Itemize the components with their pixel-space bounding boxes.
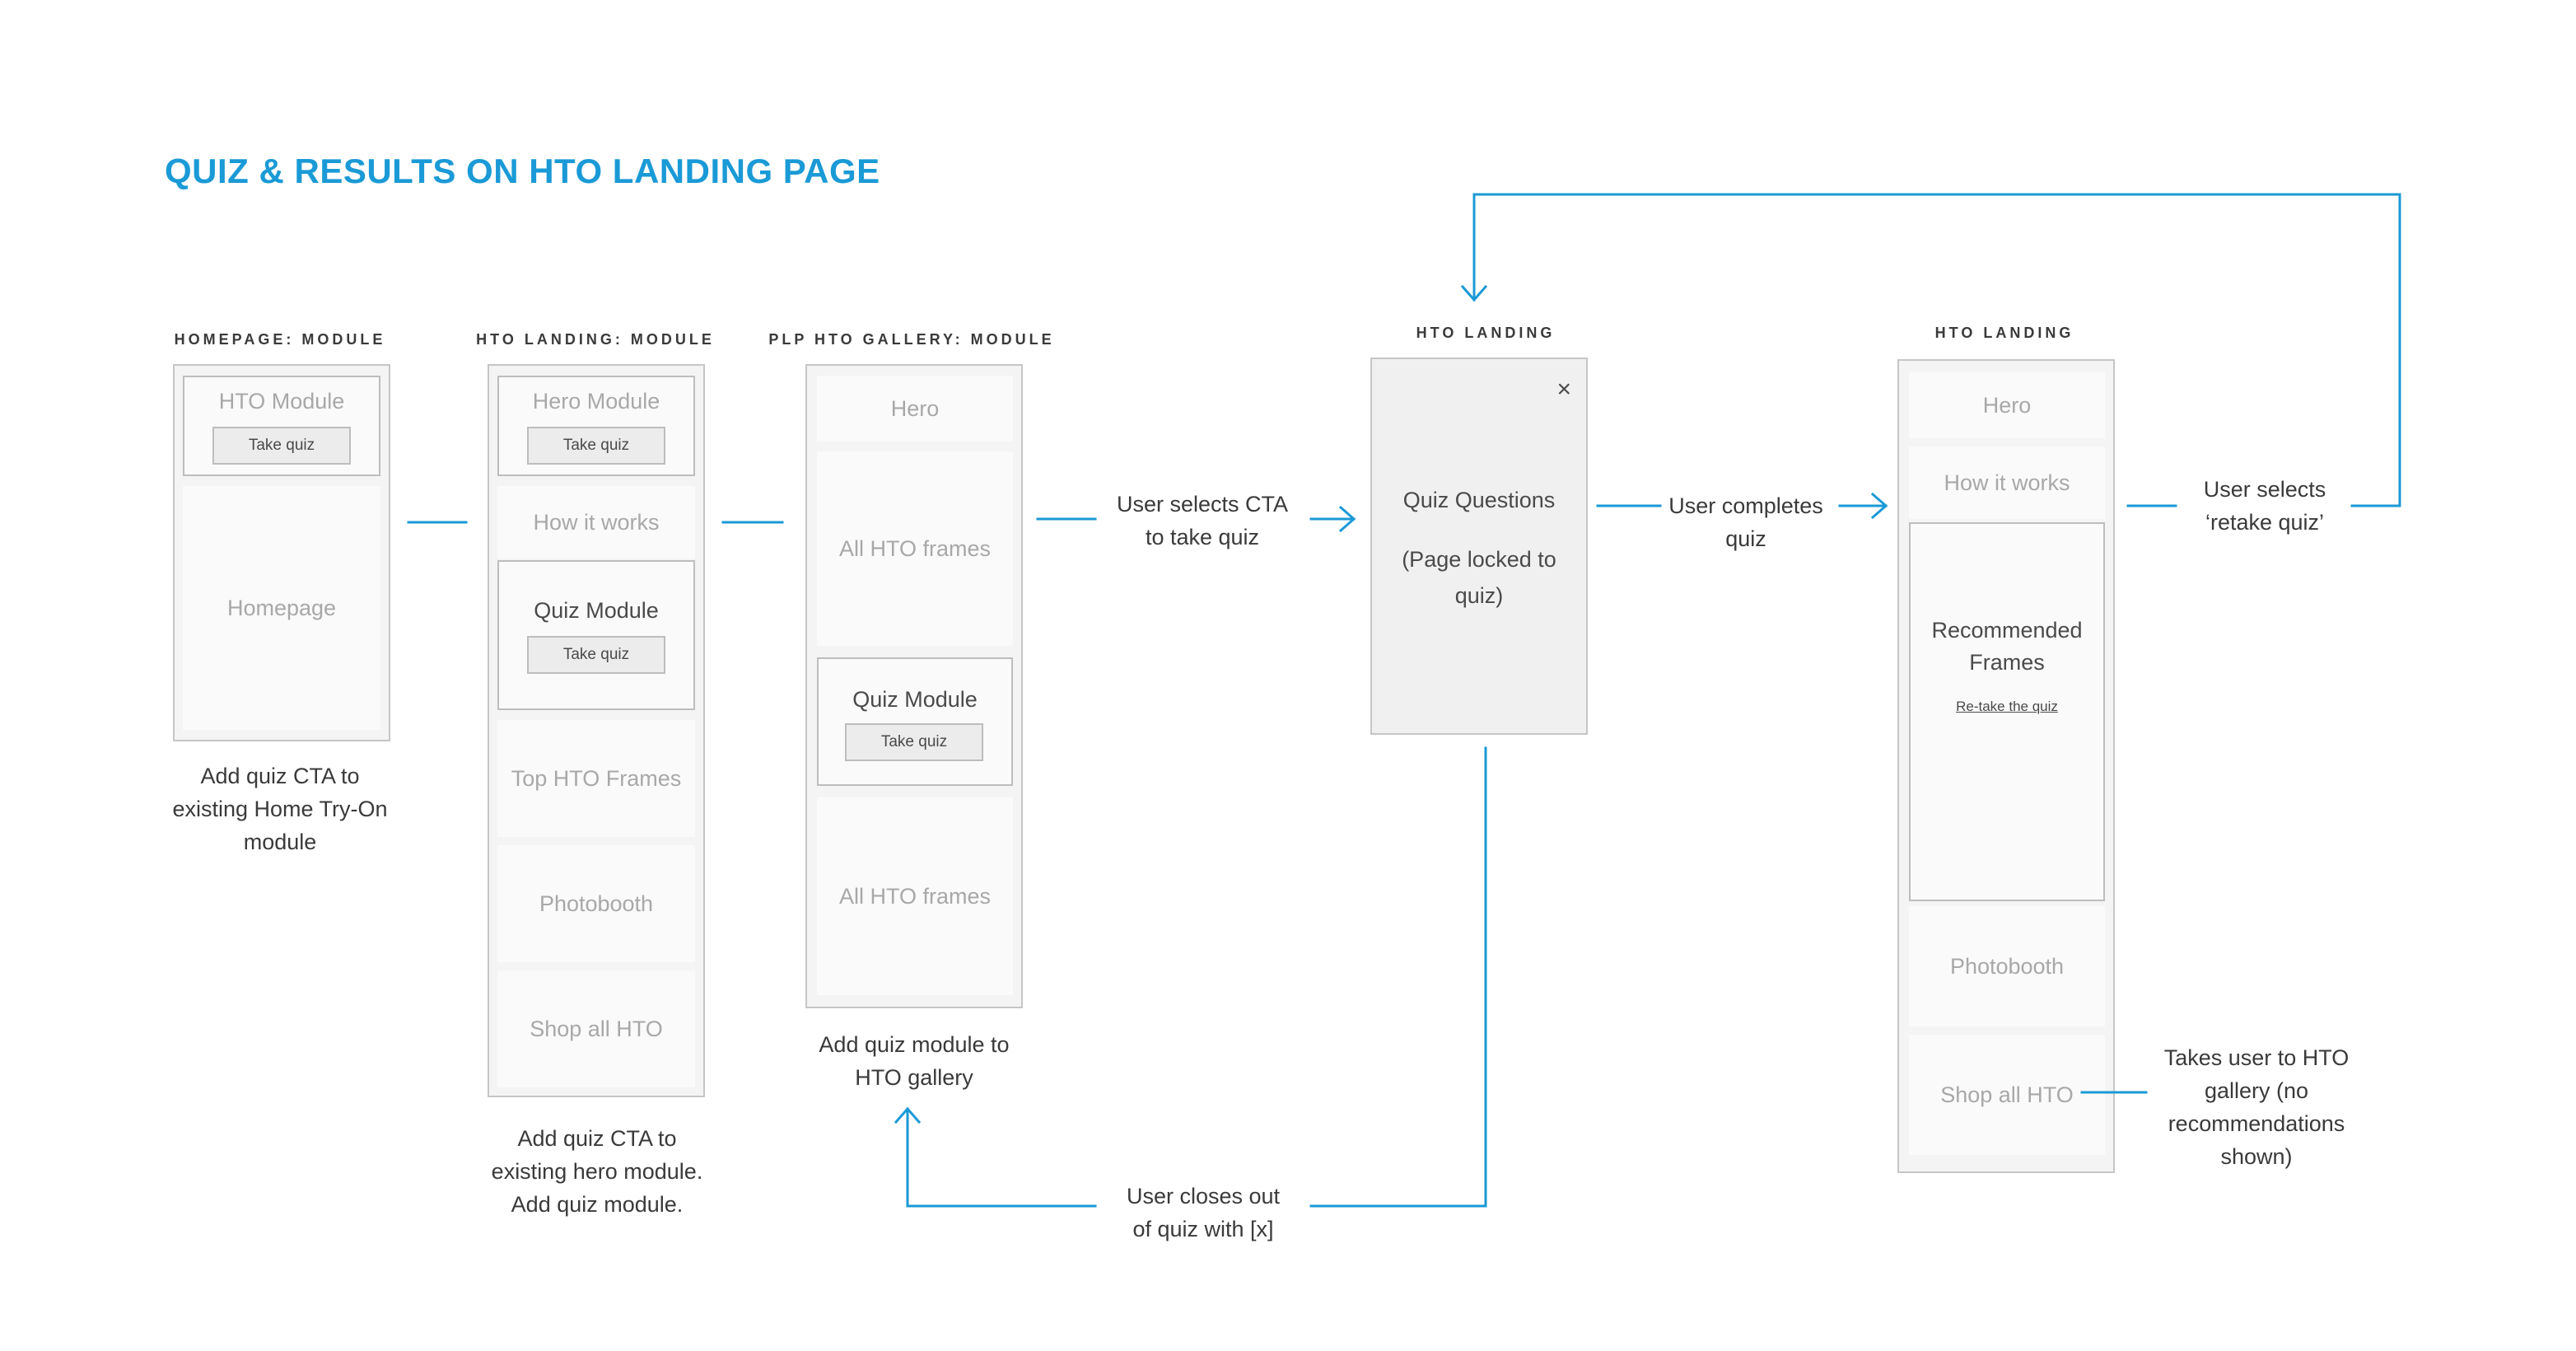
- flow-label-takes-to-gallery: Takes user to HTO gallery (no recommenda…: [2133, 1041, 2380, 1173]
- flow-line: shown): [2220, 1144, 2293, 1169]
- caption-line: module: [243, 830, 317, 854]
- results-photobooth-label: Photobooth: [1949, 953, 2065, 979]
- photobooth-label: Photobooth: [539, 891, 654, 916]
- hto-landing-module-wireframe: Hero Module Take quiz How it works Quiz …: [488, 364, 705, 1097]
- close-icon[interactable]: ×: [1556, 376, 1571, 403]
- quiz-questions-screen: × Quiz Questions (Page locked to quiz): [1370, 358, 1588, 735]
- top-hto-frames-label: Top HTO Frames: [511, 765, 682, 791]
- caption-line: Add quiz CTA to: [200, 764, 360, 788]
- flow-line: User closes out: [1126, 1184, 1281, 1208]
- all-hto-frames-bottom-label: All HTO frames: [838, 883, 992, 909]
- arrow-complete-to-results: [1838, 492, 1888, 520]
- module-take-quiz-button[interactable]: Take quiz: [527, 636, 665, 674]
- hto-landing-results-wireframe: Hero How it works Recommended Frames Re-…: [1897, 359, 2115, 1173]
- caption-line: HTO gallery: [855, 1065, 973, 1090]
- homepage-block: Homepage: [183, 486, 380, 730]
- retake-quiz-link[interactable]: Re-take the quiz: [1956, 699, 2058, 714]
- flow-line: ‘retake quiz’: [2205, 510, 2325, 535]
- flow-label-selects-retake: User selects ‘retake quiz’: [2166, 473, 2364, 539]
- shop-all-hto-block: Shop all HTO: [497, 970, 695, 1087]
- top-hto-frames-block: Top HTO Frames: [497, 720, 695, 837]
- all-hto-frames-bottom-block: All HTO frames: [817, 797, 1013, 995]
- results-photobooth-block: Photobooth: [1909, 906, 2105, 1026]
- caption-line: Add quiz module.: [511, 1192, 684, 1217]
- flow-line: to take quiz: [1145, 525, 1260, 549]
- flow-line: recommendations: [2168, 1111, 2345, 1136]
- arrow-cta-to-quiz: [1309, 505, 1356, 533]
- hto-module-label: HTO Module: [218, 389, 345, 414]
- hero-take-quiz-button[interactable]: Take quiz: [527, 427, 665, 465]
- flow-line: User completes: [1668, 493, 1823, 518]
- recommended-line-2: Frames: [1969, 650, 2045, 675]
- plp-gallery-caption: Add quiz module to HTO gallery: [782, 1028, 1046, 1094]
- flow-label-completes-quiz: User completes quiz: [1639, 489, 1853, 555]
- page-title: QUIZ & RESULTS ON HTO LANDING PAGE: [165, 152, 880, 190]
- flow-line: gallery (no: [2204, 1078, 2309, 1103]
- flow-line: quiz: [1725, 526, 1766, 551]
- shop-all-hto-label[interactable]: Shop all HTO: [530, 1016, 663, 1041]
- hto-landing-module-caption: Add quiz CTA to existing hero module. Ad…: [461, 1122, 733, 1221]
- plp-gallery-wireframe: Hero All HTO frames Quiz Module Take qui…: [805, 364, 1023, 1008]
- column-label-plp-gallery: PLP HTO GALLERY: MODULE: [768, 331, 1055, 348]
- how-it-works-label: How it works: [533, 509, 660, 535]
- flow-label-selects-cta: User selects CTA to take quiz: [1087, 488, 1318, 554]
- gallery-hero-block: Hero: [817, 376, 1013, 442]
- quiz-module-label: Quiz Module: [534, 598, 659, 623]
- locked-line-1: (Page locked to: [1402, 547, 1556, 572]
- flow-line: of quiz with [x]: [1132, 1217, 1274, 1241]
- gallery-quiz-module-label: Quiz Module: [852, 687, 978, 712]
- caption-line: Add quiz module to: [819, 1032, 1010, 1057]
- results-how-it-works-block: How it works: [1909, 446, 2105, 519]
- results-shop-all-hto-label[interactable]: Shop all HTO: [1940, 1082, 2074, 1107]
- quiz-questions-label: Quiz Questions: [1402, 488, 1556, 512]
- caption-line: Add quiz CTA to: [517, 1126, 677, 1151]
- results-hero-label: Hero: [1982, 392, 2032, 418]
- gallery-take-quiz-button[interactable]: Take quiz: [845, 723, 983, 761]
- gallery-quiz-module-block: Quiz Module: [817, 657, 1013, 786]
- arrow-retake-loop: [1460, 193, 2401, 507]
- caption-line: existing hero module.: [491, 1159, 703, 1184]
- all-hto-frames-top-block: All HTO frames: [817, 451, 1013, 646]
- hero-module-label: Hero Module: [532, 389, 660, 414]
- all-hto-frames-top-label: All HTO frames: [838, 535, 992, 561]
- column-label-homepage: HOMEPAGE: MODULE: [174, 331, 386, 348]
- homepage-label: Homepage: [226, 595, 337, 620]
- results-how-it-works-label: How it works: [1944, 470, 2070, 495]
- flow-line: User selects: [2203, 477, 2326, 502]
- results-shop-all-hto-block: Shop all HTO: [1909, 1035, 2105, 1155]
- gallery-hero-label: Hero: [890, 395, 940, 421]
- column-label-hto-landing-quiz: HTO LANDING: [1416, 325, 1556, 341]
- quiz-module-block: Quiz Module: [497, 560, 695, 710]
- results-hero-block: Hero: [1909, 372, 2105, 438]
- recommended-frames-block: Recommended Frames Re-take the quiz: [1909, 522, 2105, 901]
- take-quiz-button[interactable]: Take quiz: [212, 427, 351, 465]
- homepage-caption: Add quiz CTA to existing Home Try-On mod…: [148, 760, 412, 858]
- homepage-wireframe: HTO Module Take quiz Homepage: [173, 364, 390, 741]
- column-label-hto-landing-module: HTO LANDING: MODULE: [476, 331, 715, 348]
- photobooth-block: Photobooth: [497, 845, 695, 962]
- flow-label-closes-quiz: User closes out of quiz with [x]: [1092, 1180, 1314, 1246]
- flow-line: Takes user to HTO: [2163, 1045, 2350, 1070]
- column-label-hto-landing-results: HTO LANDING: [1934, 325, 2074, 341]
- how-it-works-block: How it works: [497, 486, 695, 559]
- recommended-line-1: Recommended: [1931, 618, 2083, 643]
- arrow-close-to-gallery: [894, 746, 1487, 1208]
- caption-line: existing Home Try-On: [172, 797, 388, 821]
- locked-line-2: quiz): [1454, 583, 1504, 608]
- flow-line: User selects CTA: [1116, 492, 1289, 517]
